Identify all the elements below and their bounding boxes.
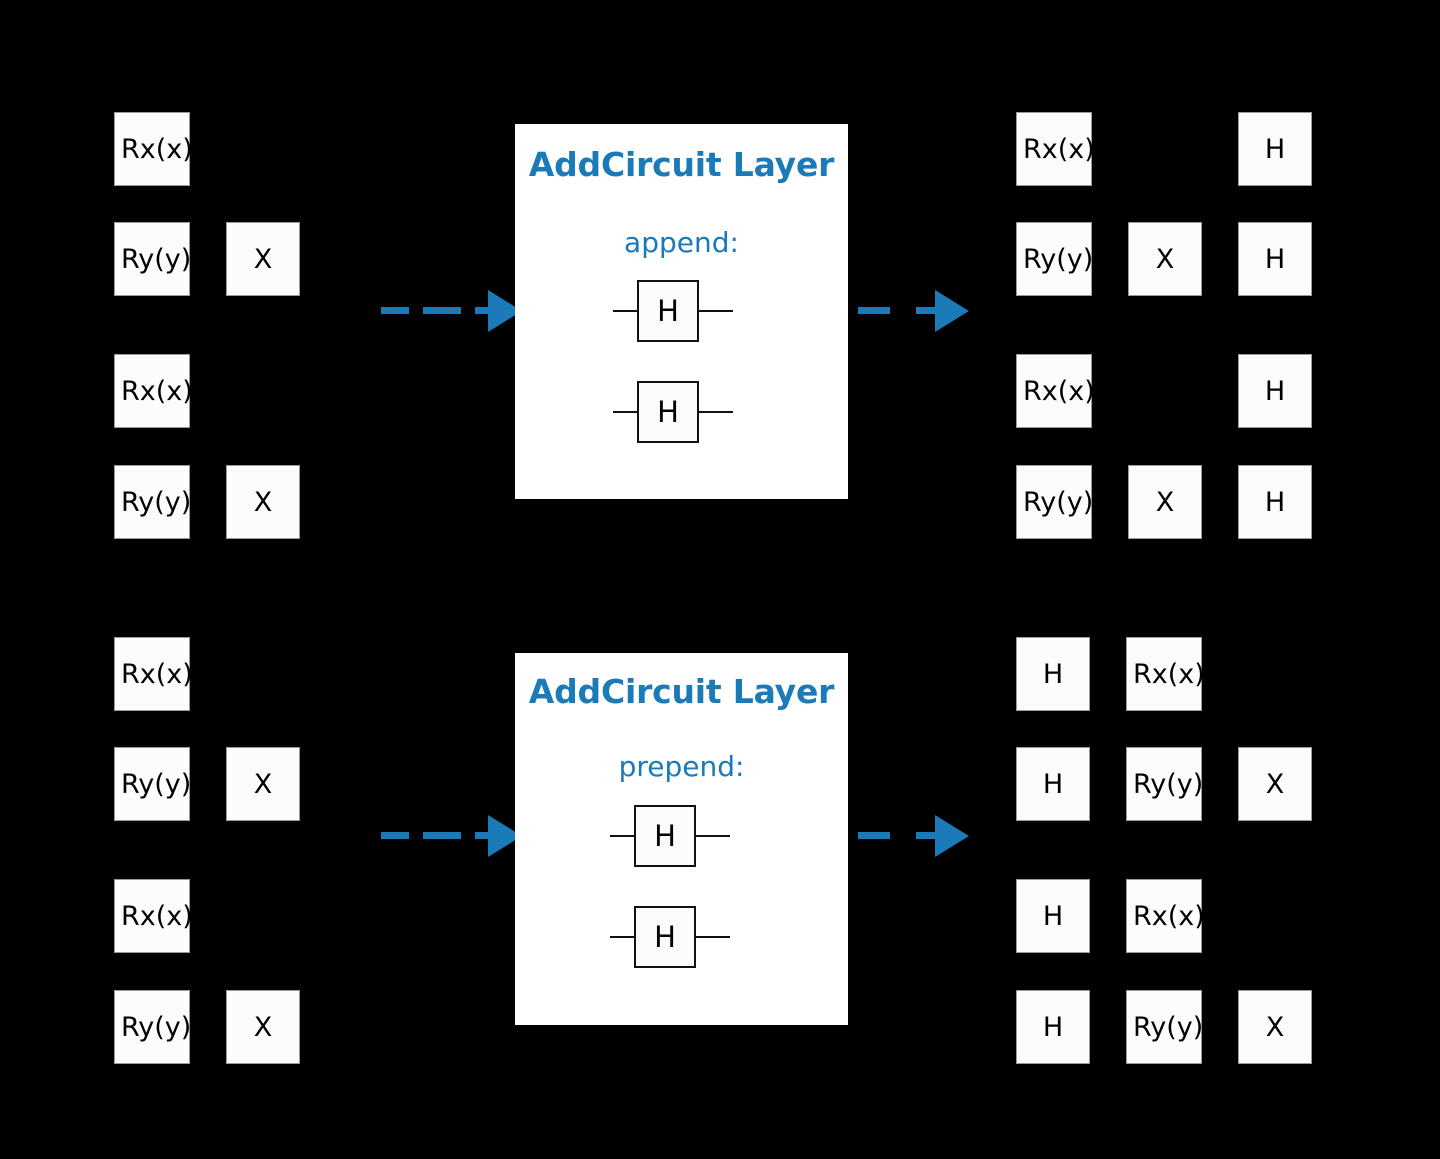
panel-mode-label-append: append:	[624, 226, 739, 259]
arrow-dash	[916, 307, 940, 314]
arrow-head-icon	[935, 290, 969, 332]
arrow-dash	[381, 307, 409, 314]
gate-x-top-right-r2: X	[1128, 222, 1202, 296]
arrow-prepend-in	[381, 815, 522, 857]
arrow-head-icon	[935, 815, 969, 857]
addcircuit-layer-panel-prepend: AddCircuit Layer prepend: H H	[515, 653, 848, 1025]
gate-x-top-left-r2: X	[226, 222, 300, 296]
gate-x-top-right-r4: X	[1128, 465, 1202, 539]
arrow-dash	[858, 832, 890, 839]
gate-h-top-right-r3: H	[1238, 354, 1312, 428]
arrow-dash	[858, 307, 890, 314]
gate-x-top-left-r4: X	[226, 465, 300, 539]
addcircuit-layer-panel-append: AddCircuit Layer append: H H	[515, 124, 848, 499]
gate-rx-top-right-r1: Rx(x)	[1016, 112, 1095, 186]
gate-rx-bottom-right-r1: Rx(x)	[1126, 637, 1205, 711]
arrow-dash	[423, 307, 461, 314]
gate-rx-bottom-left-r1: Rx(x)	[114, 637, 193, 711]
arrow-dash	[475, 832, 495, 839]
gate-ry-bottom-right-r4: Ry(y)	[1126, 990, 1203, 1064]
gate-rx-top-left-r1: Rx(x)	[114, 112, 193, 186]
gate-h-bottom-right-r3: H	[1016, 879, 1090, 953]
gate-ry-top-left-r4: Ry(y)	[114, 465, 191, 539]
gate-rx-bottom-right-r3: Rx(x)	[1126, 879, 1205, 953]
gate-x-bottom-right-r4: X	[1238, 990, 1312, 1064]
gate-ry-bottom-left-r2: Ry(y)	[114, 747, 191, 821]
gate-rx-top-right-r3: Rx(x)	[1016, 354, 1095, 428]
gate-ry-top-right-r2: Ry(y)	[1016, 222, 1093, 296]
arrow-dash	[916, 832, 940, 839]
gate-h-bottom-right-r2: H	[1016, 747, 1090, 821]
gate-ry-bottom-right-r2: Ry(y)	[1126, 747, 1203, 821]
gate-h-top-right-r1: H	[1238, 112, 1312, 186]
arrow-append-out	[858, 290, 974, 332]
panel-mode-label-prepend: prepend:	[618, 750, 745, 783]
mini-gate-h-prepend-1: H	[634, 805, 696, 867]
arrow-dash	[475, 307, 495, 314]
gate-ry-top-right-r4: Ry(y)	[1016, 465, 1093, 539]
panel-title-prepend: AddCircuit Layer	[528, 672, 835, 711]
gate-h-bottom-right-r4: H	[1016, 990, 1090, 1064]
mini-gate-h-append-2: H	[637, 381, 699, 443]
gate-x-bottom-right-r2: X	[1238, 747, 1312, 821]
panel-title-append: AddCircuit Layer	[528, 145, 835, 184]
gate-ry-bottom-left-r4: Ry(y)	[114, 990, 191, 1064]
gate-x-bottom-left-r4: X	[226, 990, 300, 1064]
gate-rx-top-left-r3: Rx(x)	[114, 354, 193, 428]
arrow-dash	[423, 832, 461, 839]
gate-h-bottom-right-r1: H	[1016, 637, 1090, 711]
gate-h-top-right-r2: H	[1238, 222, 1312, 296]
arrow-append-in	[381, 290, 522, 332]
gate-x-bottom-left-r2: X	[226, 747, 300, 821]
mini-gate-h-append-1: H	[637, 280, 699, 342]
arrow-prepend-out	[858, 815, 974, 857]
gate-ry-top-left-r2: Ry(y)	[114, 222, 191, 296]
arrow-dash	[381, 832, 409, 839]
gate-h-top-right-r4: H	[1238, 465, 1312, 539]
mini-gate-h-prepend-2: H	[634, 906, 696, 968]
gate-rx-bottom-left-r3: Rx(x)	[114, 879, 193, 953]
